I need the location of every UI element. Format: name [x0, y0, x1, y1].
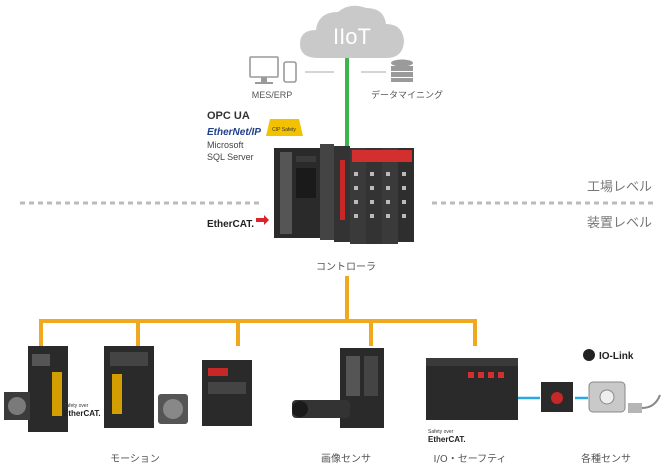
cip-safety-logo: CIP Safety — [266, 119, 303, 136]
ethercat-text-2: EtherCAT. — [428, 435, 466, 444]
controller-unit — [274, 144, 414, 244]
monitor-icon — [249, 56, 279, 84]
motion-group-label: モーション — [110, 454, 160, 465]
servo-drive-1 — [28, 346, 68, 432]
database-icon — [391, 59, 413, 82]
photoelectric-sensor — [541, 382, 573, 412]
io-link-logo: IO-Link — [583, 349, 634, 362]
ethernetip-logo: EtherNet/IP — [207, 127, 261, 138]
device-level-label: 装置レベル — [587, 216, 652, 231]
proximity-sensor — [588, 381, 626, 413]
safety-over-ethercat-logo-2: Safety over EtherCAT. — [428, 429, 466, 444]
ethercat-network — [39, 276, 477, 346]
servo-motor-2 — [158, 394, 188, 424]
controller-label: コントローラ — [316, 261, 376, 273]
factory-level-label: 工場レベル — [587, 180, 652, 195]
ethercat-text: EtherCAT. — [207, 219, 254, 230]
cloud-shape — [300, 5, 404, 58]
safety-over-ethercat-logo-1: Safety over EtherCAT. — [63, 403, 101, 418]
cip-safety-text: CIP Safety — [272, 127, 296, 133]
io-safety-group-label: I/O・セーフティ — [434, 453, 507, 465]
vision-group-label: 画像センサ — [321, 453, 371, 465]
ethercat-text-1: EtherCAT. — [63, 409, 101, 418]
vision-camera — [292, 400, 350, 418]
sql-line2: SQL Server — [207, 152, 254, 162]
sql-line1: Microsoft — [207, 140, 244, 150]
ethercat-logo-controller: EtherCAT. — [207, 215, 269, 230]
io-safety-module — [426, 358, 518, 420]
safety-over-text-1: Safety over — [63, 403, 89, 409]
iiot-cloud: IIoT — [300, 5, 404, 58]
servo-motor-1 — [4, 392, 30, 420]
io-link-text: IO-Link — [599, 351, 634, 362]
data-mining-label: データマイニング — [371, 89, 443, 101]
servo-drive-2 — [104, 346, 154, 428]
opcua-logo: OPC UA — [207, 110, 250, 122]
safety-over-text-2: Safety over — [428, 429, 454, 435]
inverter — [202, 360, 252, 426]
tablet-icon — [283, 61, 297, 83]
sensors-group-label: 各種センサ — [581, 452, 631, 465]
cylindrical-sensor — [628, 394, 661, 413]
cloud-label: IIoT — [333, 24, 371, 49]
mes-erp-label: MES/ERP — [252, 90, 293, 100]
